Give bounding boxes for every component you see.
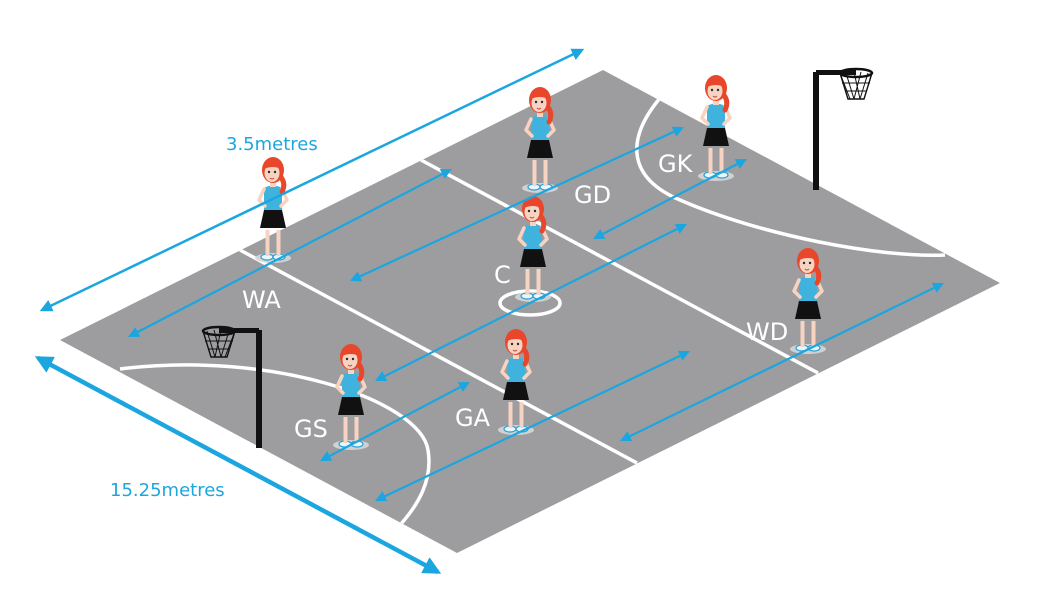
label-gk: GK	[658, 150, 694, 178]
label-gd: GD	[574, 181, 611, 209]
width-dimension-label: 3.5metres	[226, 134, 318, 155]
width-dimension-arrow	[39, 48, 585, 312]
label-gs: GS	[294, 415, 328, 443]
label-wd: WD	[746, 318, 788, 346]
label-wa: WA	[242, 286, 281, 314]
length-dimension-label: 15.25metres	[110, 480, 225, 501]
label-ga: GA	[455, 404, 491, 432]
arrow-wd-lane	[620, 282, 944, 442]
goal-far-icon	[811, 67, 874, 192]
length-dimension-arrow	[34, 356, 442, 574]
label-c: C	[494, 261, 511, 289]
